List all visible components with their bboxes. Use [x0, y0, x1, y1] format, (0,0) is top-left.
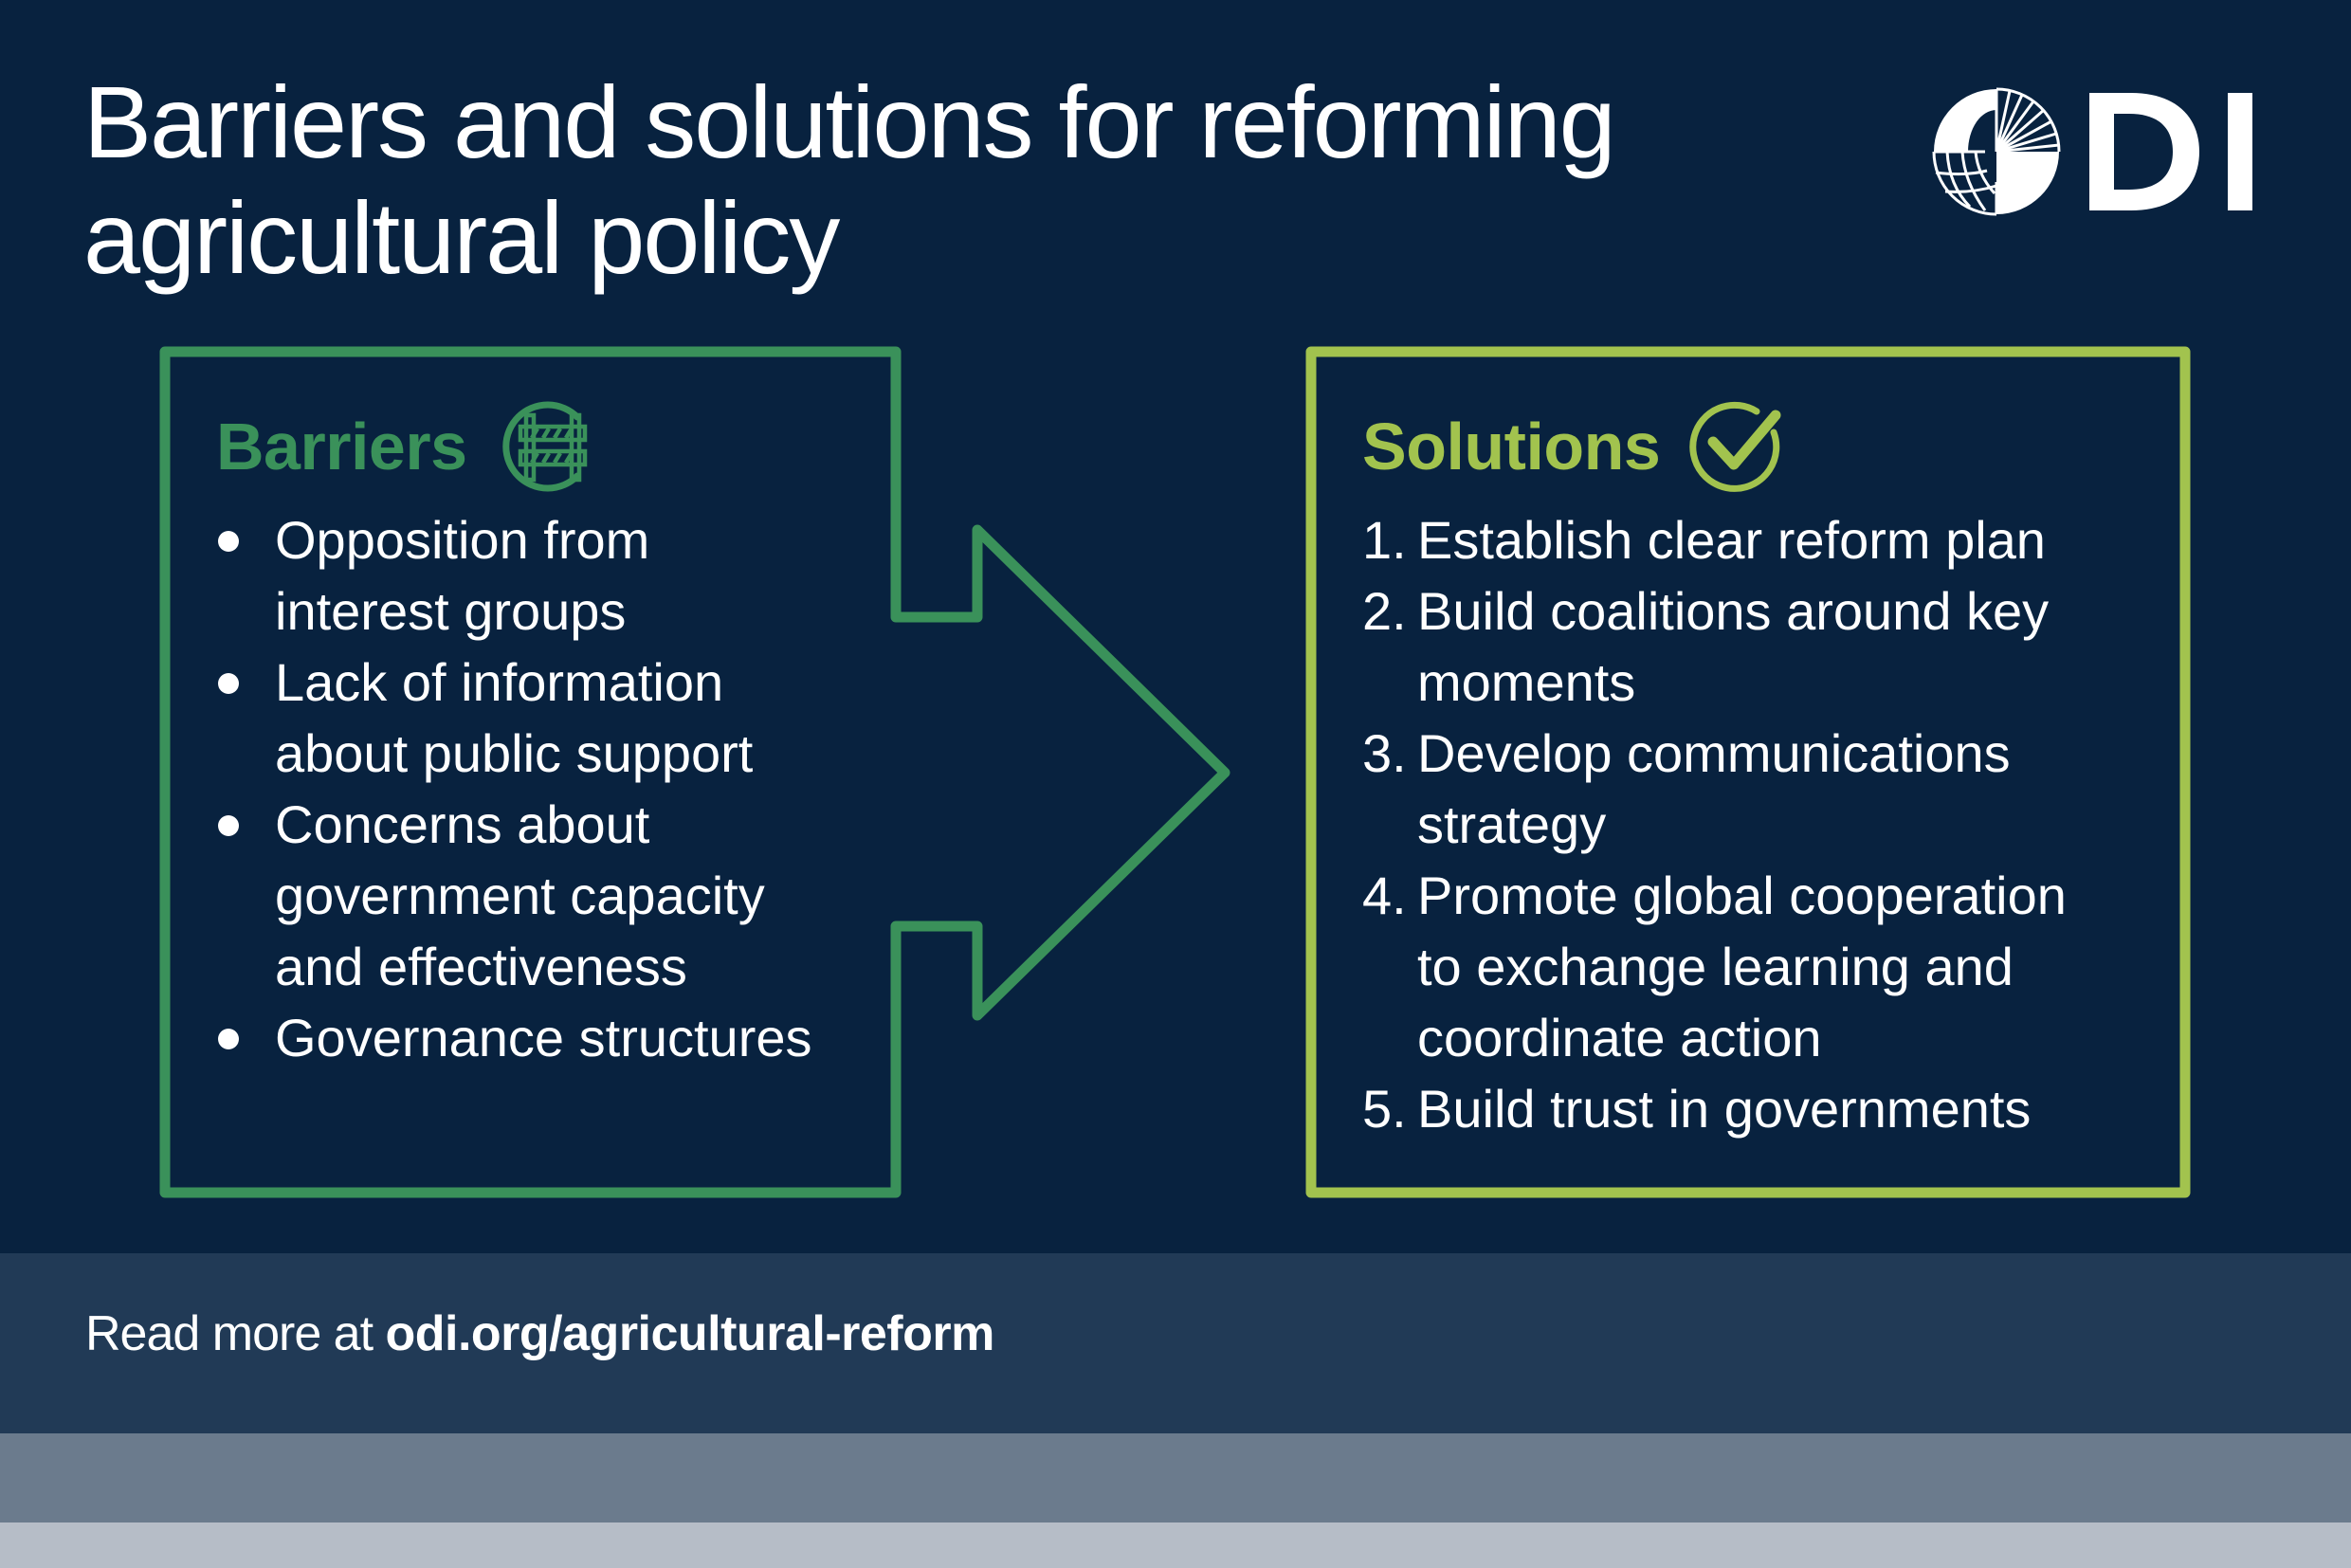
checkmark-circle-icon	[1689, 401, 1781, 492]
barrier-item: Concerns about government capacity and e…	[216, 789, 880, 1002]
read-more-lead: Read more at	[85, 1306, 386, 1361]
odi-logo	[1932, 87, 2252, 216]
barrier-item: Lack of information about public support	[216, 647, 880, 789]
barrier-item: Governance structures	[216, 1002, 880, 1073]
page-title: Barriers and solutions for reforming agr…	[83, 64, 1809, 296]
title-line-2: agricultural policy	[83, 180, 840, 295]
solution-number: 4.	[1362, 866, 1407, 925]
barriers-heading: Barriers	[216, 394, 596, 499]
barriers-list: Opposition from interest groups Lack of …	[216, 504, 880, 1073]
barrier-item: Opposition from interest groups	[216, 504, 880, 647]
solution-number: 1.	[1362, 510, 1407, 570]
logo-letter-d	[2089, 93, 2199, 210]
title-line-1: Barriers and solutions for reforming	[83, 64, 1616, 179]
read-more-text: Read more at odi.org/agricultural-reform	[85, 1301, 994, 1367]
solution-number: 2.	[1362, 581, 1407, 641]
bullet-icon	[218, 531, 239, 552]
footer-band	[0, 1253, 2351, 1433]
solutions-heading-label: Solutions	[1362, 410, 1661, 483]
solution-number: 5.	[1362, 1079, 1407, 1139]
solution-item: 1. Establish clear reform plan	[1362, 504, 2159, 575]
odi-globe-logo-icon	[1932, 87, 2061, 216]
footer-stripe-light	[0, 1522, 2351, 1568]
solution-item: 5. Build trust in governments	[1362, 1073, 2159, 1144]
read-more-link[interactable]: odi.org/agricultural-reform	[385, 1306, 995, 1361]
bullet-icon	[218, 1029, 239, 1049]
bullet-icon	[218, 673, 239, 694]
solutions-heading: Solutions	[1362, 394, 1789, 499]
solution-number: 3.	[1362, 723, 1407, 783]
barriers-heading-label: Barriers	[216, 410, 467, 483]
footer-stripe-mid	[0, 1433, 2351, 1522]
road-barrier-icon	[501, 401, 587, 492]
bullet-icon	[218, 815, 239, 836]
solutions-list: 1. Establish clear reform plan 2. Build …	[1362, 504, 2159, 1144]
logo-letter-i	[2228, 93, 2252, 210]
